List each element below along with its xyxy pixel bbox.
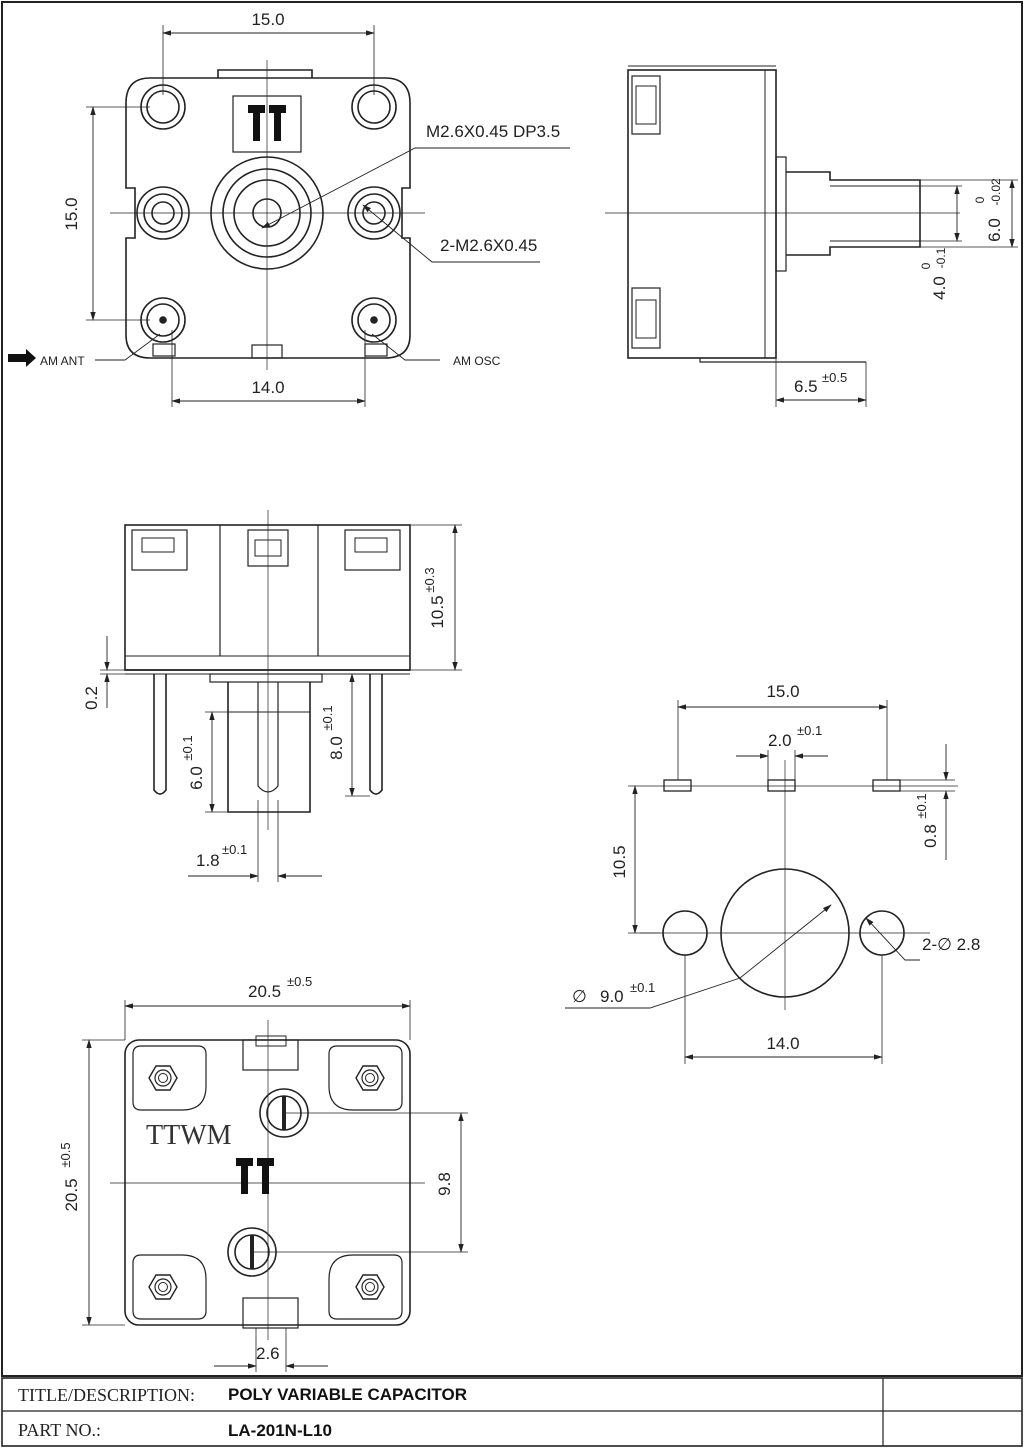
pcb-dim-mount-spacing: 14.0 [766, 1034, 799, 1053]
front-view [86, 25, 570, 407]
rear-dim-width: 20.5 [248, 982, 281, 1001]
pcb-dim-outer-width: 15.0 [766, 682, 799, 701]
front-arrow-icon [8, 349, 36, 367]
nut-icon [148, 1274, 178, 1300]
front-dim-width-top: 15.0 [251, 10, 284, 29]
nut-icon [355, 1274, 385, 1300]
side-dim-shaft-flat: 4.0 [930, 276, 949, 300]
bottom-view [100, 510, 462, 882]
front-callout-mount-threads: 2-M2.6X0.45 [440, 236, 537, 255]
part-label: PART NO.: [18, 1420, 101, 1440]
bottom-dim-height: 10.5 [428, 595, 447, 628]
title-label: TITLE/DESCRIPTION: [18, 1385, 195, 1405]
bottom-dim-shaft-len-tol: ±0.1 [180, 735, 195, 760]
pcb-dim-offset: 10.5 [610, 845, 629, 878]
title-value: POLY VARIABLE CAPACITOR [228, 1385, 467, 1404]
side-dim-shaft-dia-tol-lower: -0.02 [989, 178, 1003, 206]
pcb-dim-slot-height-tol: ±0.1 [914, 793, 929, 818]
pcb-dim-mount-holes: 2-∅ 2.8 [922, 935, 980, 954]
side-dim-shaft-length-tol: ±0.5 [822, 370, 847, 385]
bottom-dim-height-tol: ±0.3 [422, 567, 437, 592]
title-block [1, 1377, 1023, 1447]
nut-icon [148, 1065, 178, 1091]
front-dim-width-bottom: 14.0 [251, 378, 284, 397]
bottom-dim-pin-width: 1.8 [196, 851, 220, 870]
pcb-dim-slot-width-tol: ±0.1 [797, 723, 822, 738]
rear-dim-width-tol: ±0.5 [287, 974, 312, 989]
pcb-dim-hole-dia-prefix: ∅ [572, 987, 587, 1006]
rear-view [82, 1000, 468, 1372]
bottom-dim-gap: 0.2 [82, 686, 101, 710]
bottom-dim-pin-len-tol: ±0.1 [320, 705, 335, 730]
rear-dim-height: 20.5 [62, 1178, 81, 1211]
front-dim-height-left: 15.0 [62, 197, 81, 230]
pcb-layout [565, 700, 958, 1064]
pcb-dim-slot-width: 2.0 [768, 731, 792, 750]
pcb-dim-hole-dia: 9.0 [600, 987, 624, 1006]
bottom-dim-pin-len: 8.0 [327, 736, 346, 760]
part-value: LA-201N-L10 [228, 1421, 332, 1440]
front-label-osc: AM OSC [453, 354, 501, 368]
rear-brand: TTWM [146, 1120, 232, 1151]
rear-dim-trimmer-spacing: 9.8 [435, 1172, 454, 1196]
bottom-dim-shaft-len: 6.0 [187, 766, 206, 790]
sheet-border [1, 1, 1023, 1377]
bottom-dim-pin-width-tol: ±0.1 [222, 842, 247, 857]
tt-logo-icon [236, 1158, 274, 1194]
nut-icon [355, 1065, 385, 1091]
front-callout-shaft-thread: M2.6X0.45 DP3.5 [426, 122, 560, 141]
side-dim-shaft-length: 6.5 [794, 377, 818, 396]
pcb-dim-hole-dia-tol: ±0.1 [630, 980, 655, 995]
rear-dim-tab-width: 2.6 [256, 1344, 280, 1363]
side-dim-shaft-flat-tol-lower: -0.1 [934, 247, 948, 268]
front-label-ant: AM ANT [40, 354, 85, 368]
side-dim-shaft-dia: 6.0 [985, 218, 1004, 242]
pcb-dim-slot-height: 0.8 [921, 824, 940, 848]
side-view [605, 65, 1018, 407]
rear-dim-height-tol: ±0.5 [58, 1142, 73, 1167]
side-dim-shaft-flat-tol-upper: 0 [919, 262, 933, 269]
side-dim-shaft-dia-tol-upper: 0 [973, 196, 987, 203]
